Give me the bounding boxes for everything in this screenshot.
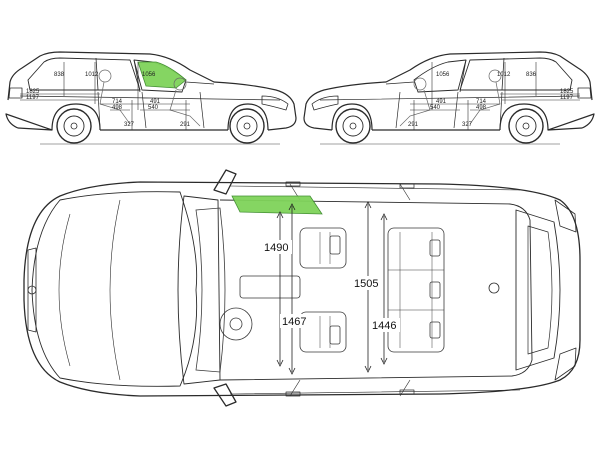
rear-handle-icon — [488, 282, 500, 294]
car-body-outline — [303, 51, 595, 131]
dim-label: 540 — [148, 105, 159, 111]
dim-label: 1197 — [560, 95, 574, 101]
dim-label-1505: 1505 — [354, 278, 378, 290]
front-seat-bottom — [299, 311, 347, 353]
dimension-labels-right: 1056 1012 836 1825 1197 714 498 491 540 … — [408, 72, 574, 128]
wheel-arches — [331, 103, 549, 131]
pillar-lines — [95, 57, 215, 93]
dim-label: 1825 — [26, 89, 40, 95]
front-seat-top — [299, 227, 347, 269]
dim-label: 1056 — [142, 72, 156, 78]
steering-wheel — [219, 307, 253, 341]
dim-label: 1825 — [560, 89, 574, 95]
dim-label: 1012 — [497, 72, 511, 78]
mirror-left — [213, 169, 237, 195]
interior — [195, 207, 445, 373]
wheel-arches — [51, 103, 269, 131]
rear-seat — [387, 227, 445, 353]
rear-window — [515, 209, 561, 371]
dashboard — [195, 207, 226, 373]
top-view — [23, 169, 581, 407]
car-body-outline — [5, 51, 297, 131]
dim-label: 1056 — [436, 72, 450, 78]
wheels-left — [56, 108, 265, 144]
badge-icon — [27, 285, 37, 295]
car-top-outline — [23, 181, 581, 397]
roof-outline — [219, 199, 533, 381]
side-view-right — [303, 51, 595, 131]
dim-label: 291 — [408, 122, 419, 128]
dim-label: 498 — [112, 105, 123, 111]
hood-outline — [31, 191, 198, 387]
dim-label-1490: 1490 — [264, 242, 288, 254]
door-lines — [319, 91, 581, 129]
windshield — [177, 195, 221, 385]
rear-wheel-left — [56, 108, 92, 144]
door-lines-top — [229, 183, 521, 397]
dim-label: 1012 — [85, 72, 99, 78]
center-console — [239, 275, 301, 299]
dim-label: 540 — [430, 105, 441, 111]
mirror-right — [213, 383, 237, 407]
occupant-figures-right — [399, 69, 502, 127]
door-handle — [285, 391, 301, 397]
highlight-area-top — [231, 195, 323, 215]
front-wheel-right — [335, 108, 371, 144]
door-handle — [399, 183, 415, 189]
headlight — [261, 95, 289, 111]
occupant-figures-left — [98, 69, 201, 127]
wheels-right — [335, 108, 544, 144]
tail-light — [577, 87, 592, 99]
highlight-area-left — [137, 61, 187, 89]
front-grille — [27, 247, 37, 333]
tail-light — [8, 87, 23, 99]
dim-label: 291 — [180, 122, 191, 128]
dim-label: 836 — [526, 72, 537, 78]
headlight — [311, 95, 339, 111]
dim-label: 327 — [462, 122, 473, 128]
dim-label: 491 — [150, 99, 161, 105]
dim-label: 498 — [476, 105, 487, 111]
dimension-labels-top: 1490 1505 1467 1446 — [262, 240, 400, 332]
dimension-labels-left: 838 1012 1056 1825 1197 714 498 491 540 … — [26, 72, 191, 128]
dim-label: 714 — [112, 99, 123, 105]
dim-label: 1197 — [26, 95, 40, 101]
tail-light-bottom — [554, 347, 577, 381]
rear-wheel-right — [508, 108, 544, 144]
dimension-lines-left — [20, 62, 190, 130]
dimension-lines-right — [410, 62, 580, 130]
hood-crease — [58, 199, 121, 381]
window-outline — [413, 57, 573, 93]
door-handle — [399, 389, 415, 395]
dim-label: 714 — [476, 99, 487, 105]
door-lines — [19, 91, 281, 129]
door-handle — [285, 181, 301, 187]
front-wheel-left — [229, 108, 265, 144]
tail-light-top — [554, 199, 577, 233]
pillar-lines — [385, 57, 505, 93]
dim-label-1446: 1446 — [372, 320, 396, 332]
rear-hatch — [527, 225, 553, 355]
dim-label: 327 — [124, 122, 135, 128]
dim-label: 838 — [54, 72, 65, 78]
dim-label-1467: 1467 — [282, 316, 306, 328]
dim-label: 491 — [436, 99, 447, 105]
